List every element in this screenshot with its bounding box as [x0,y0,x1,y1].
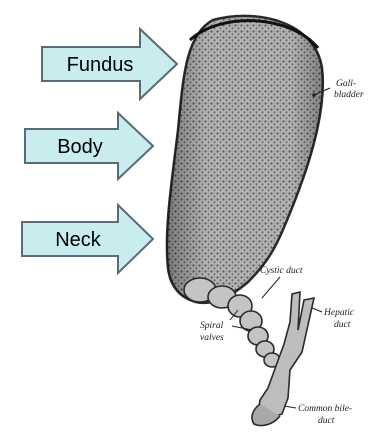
annotation-gallbladder-line2: bladder [334,90,364,100]
arrow-body: Body [25,113,153,179]
cystic-duct-illustration [184,278,280,367]
arrow-label-neck: Neck [55,229,102,251]
annotation-hepatic-duct-line1: Hepatic [323,308,355,318]
gallbladder-illustration [167,16,323,426]
annotation-common-bile-duct-line1: Common bile- [298,404,352,414]
arrow-fundus: Fundus [42,29,177,99]
annotation-common-bile-duct: Common bile- duct [284,404,352,426]
arrow-label-body: Body [57,136,103,158]
annotation-cystic-duct-text: Cystic duct [260,266,303,276]
annotation-hepatic-duct-line2: duct [334,320,351,330]
arrow-label-fundus: Fundus [67,54,134,76]
arrow-neck: Neck [22,205,153,273]
annotation-spiral-valves-line1: Spiral [200,321,224,331]
annotation-hepatic-duct: Hepatic duct [312,308,355,330]
annotation-spiral-valves-line2: valves [200,333,224,343]
annotation-gallbladder-line1: Gall- [336,79,356,89]
annotation-common-bile-duct-line2: duct [318,416,335,426]
